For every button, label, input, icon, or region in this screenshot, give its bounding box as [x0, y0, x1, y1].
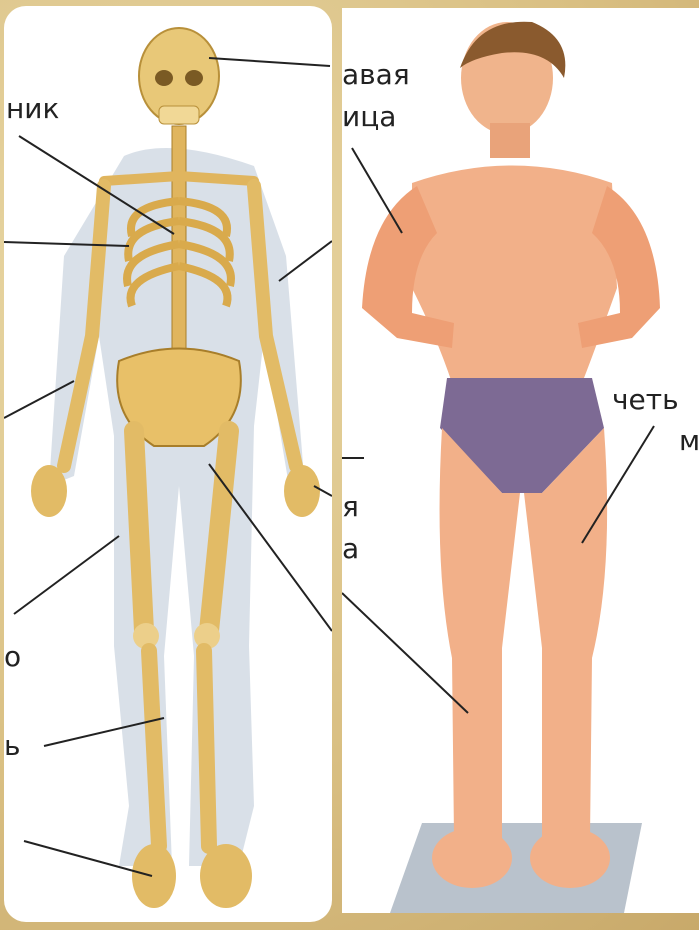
label-spine-fragment: ник [6, 94, 59, 124]
label-tibia-fragment: ь [4, 731, 21, 761]
skeleton-illustration [4, 6, 332, 922]
label-muscle-fragment-top-2: ица [342, 102, 396, 132]
muscle-panel: авая ица четь м я а [342, 8, 699, 913]
label-quadriceps-fragment: четь [612, 385, 679, 415]
label-side-fragment-2: а [342, 534, 359, 564]
label-quadriceps-fragment-2: м [679, 426, 699, 456]
label-muscle-fragment-top: авая [342, 60, 410, 90]
label-side-fragment-1: я [342, 492, 359, 522]
label-femur-fragment: о [4, 642, 21, 672]
skeleton-panel: ник о ь [4, 6, 332, 922]
muscular-man-illustration [342, 8, 699, 913]
